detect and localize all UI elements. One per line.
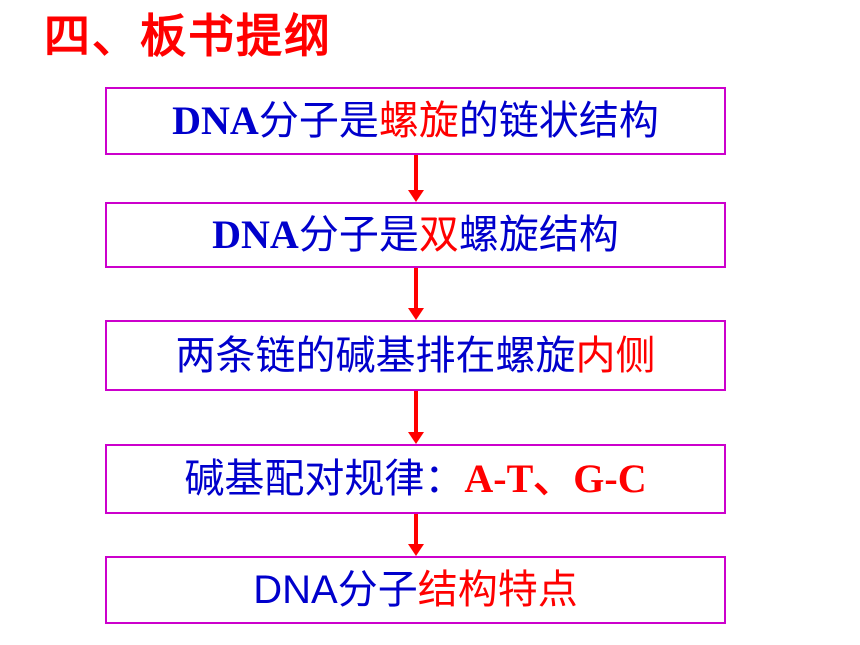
down-arrow-icon [408,391,424,444]
down-arrow-icon [408,514,424,556]
outline-step-4: 碱基配对规律： A-T、G-C [105,444,726,514]
step-5-segment-3: 结构特点 [417,567,578,613]
step-1-segment-3: 螺旋 [378,98,459,144]
down-arrow-icon [408,268,424,320]
step-2-segment-3: 双 [418,212,459,258]
step-2-segment-4: 螺旋结构 [458,212,619,258]
step-2-segment-2: 分子是 [298,212,419,258]
step-5-segment-2: 分子 [337,567,418,613]
step-5-segment-1: DNA [253,568,338,612]
outline-step-1: DNA 分子是 螺旋 的链状结构 [105,87,726,155]
step-1-segment-1: DNA [172,98,259,143]
outline-step-2: DNA 分子是 双 螺旋结构 [105,202,726,268]
step-4-segment-1: 碱基配对规律： [184,456,465,502]
step-1-segment-4: 的链状结构 [458,98,659,144]
step-2-segment-1: DNA [212,212,299,257]
down-arrow-icon [408,155,424,202]
outline-step-3: 两条链的碱基排在螺旋 内侧 [105,320,726,391]
step-3-segment-2: 内侧 [575,332,656,379]
outline-step-5: DNA 分子 结构特点 [105,556,726,624]
step-1-segment-2: 分子是 [258,98,379,144]
step-3-segment-1: 两条链的碱基排在螺旋 [175,332,576,379]
step-4-segment-2: A-T、G-C [464,456,647,501]
page-title: 四、板书提纲 [44,9,332,63]
